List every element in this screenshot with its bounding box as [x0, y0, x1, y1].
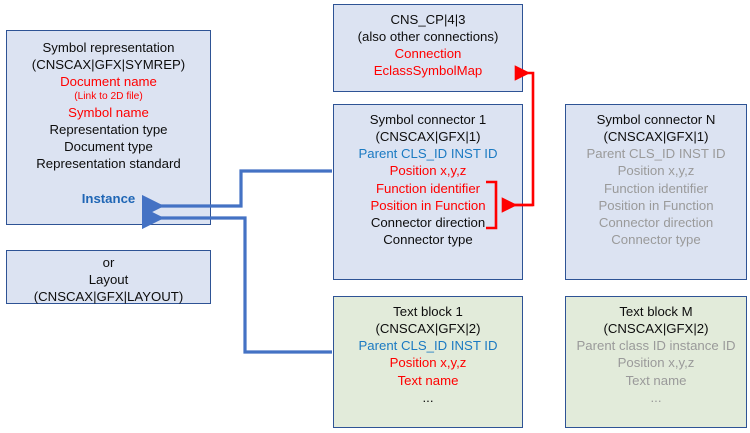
- attr-tb1-position-xyz: Position x,y,z: [389, 355, 467, 371]
- attr-parent-cls-id-inst-id: Parent CLS_ID INST ID: [358, 146, 498, 162]
- attr-n-position-xyz: Position x,y,z: [617, 163, 695, 179]
- attr-tb1-parent-cls-id-inst-id: Parent CLS_ID INST ID: [358, 338, 498, 354]
- attr-tbm-parent-class-id-instance-id: Parent class ID instance ID: [576, 338, 736, 354]
- box-symbol-connector-1[interactable]: Symbol connector 1 (CNSCAX|GFX|1) Parent…: [333, 104, 523, 280]
- attr-eclasssymbolmap: EclassSymbolMap: [373, 63, 483, 79]
- symbol-connector-1-title: Symbol connector 1: [369, 112, 487, 127]
- attr-tbm-text-name: Text name: [625, 372, 687, 388]
- attr-position-in-function: Position in Function: [370, 197, 486, 213]
- symbol-connector-1-code: (CNSCAX|GFX|1): [375, 129, 481, 145]
- attr-symbol-name: Symbol name: [68, 104, 149, 120]
- box-text-block-1[interactable]: Text block 1 (CNSCAX|GFX|2) Parent CLS_I…: [333, 296, 523, 428]
- attr-n-connector-direction: Connector direction: [598, 214, 714, 230]
- text-block-m-code: (CNSCAX|GFX|2): [603, 321, 709, 337]
- symbol-representation-code: (CNSCAX|GFX|SYMREP): [31, 57, 186, 73]
- box-cns-cp[interactable]: CNS_CP|4|3 (also other connections) Conn…: [333, 4, 523, 92]
- attr-n-connector-type: Connector type: [611, 232, 701, 248]
- attr-connector-type: Connector type: [383, 232, 473, 248]
- text-block-1-code: (CNSCAX|GFX|2): [375, 321, 481, 337]
- attr-tbm-position-xyz: Position x,y,z: [617, 355, 695, 371]
- cns-cp-subtitle: (also other connections): [357, 29, 499, 45]
- attr-representation-type: Representation type: [49, 121, 168, 137]
- layout-or: or: [102, 255, 115, 270]
- box-text-block-m[interactable]: Text block M (CNSCAX|GFX|2) Parent class…: [565, 296, 747, 428]
- attr-n-function-identifier: Function identifier: [603, 180, 709, 196]
- attr-connection: Connection: [394, 46, 462, 62]
- attr-function-identifier: Function identifier: [375, 180, 481, 196]
- attr-document-name: Document name: [60, 74, 157, 90]
- text-block-1-title: Text block 1: [393, 304, 463, 319]
- box-symbol-representation[interactable]: Symbol representation (CNSCAX|GFX|SYMREP…: [6, 30, 211, 225]
- attr-tb1-text-name: Text name: [397, 372, 459, 388]
- text-block-m-title: Text block M: [619, 304, 693, 319]
- attr-document-type: Document type: [64, 139, 153, 155]
- attr-position-xyz: Position x,y,z: [389, 163, 467, 179]
- layout-title: Layout: [88, 272, 129, 288]
- attr-tb1-ellipsis: ...: [422, 389, 434, 405]
- instance-label: Instance: [81, 191, 136, 207]
- box-symbol-connector-n[interactable]: Symbol connector N (CNSCAX|GFX|1) Parent…: [565, 104, 747, 280]
- symbol-connector-n-code: (CNSCAX|GFX|1): [603, 129, 709, 145]
- attr-n-position-in-function: Position in Function: [598, 197, 714, 213]
- symbol-connector-n-title: Symbol connector N: [596, 112, 716, 127]
- attr-connector-direction: Connector direction: [370, 214, 486, 230]
- layout-code: (CNSCAX|GFX|LAYOUT): [33, 289, 184, 305]
- attr-n-parent-cls-id-inst-id: Parent CLS_ID INST ID: [586, 146, 726, 162]
- attr-document-name-note: (Link to 2D file): [74, 91, 143, 103]
- attr-representation-standard: Representation standard: [36, 156, 181, 172]
- attr-tbm-ellipsis: ...: [650, 389, 662, 405]
- box-layout[interactable]: or Layout (CNSCAX|GFX|LAYOUT): [6, 250, 211, 304]
- symbol-representation-title: Symbol representation: [42, 40, 175, 55]
- cns-cp-title: CNS_CP|4|3: [390, 12, 466, 27]
